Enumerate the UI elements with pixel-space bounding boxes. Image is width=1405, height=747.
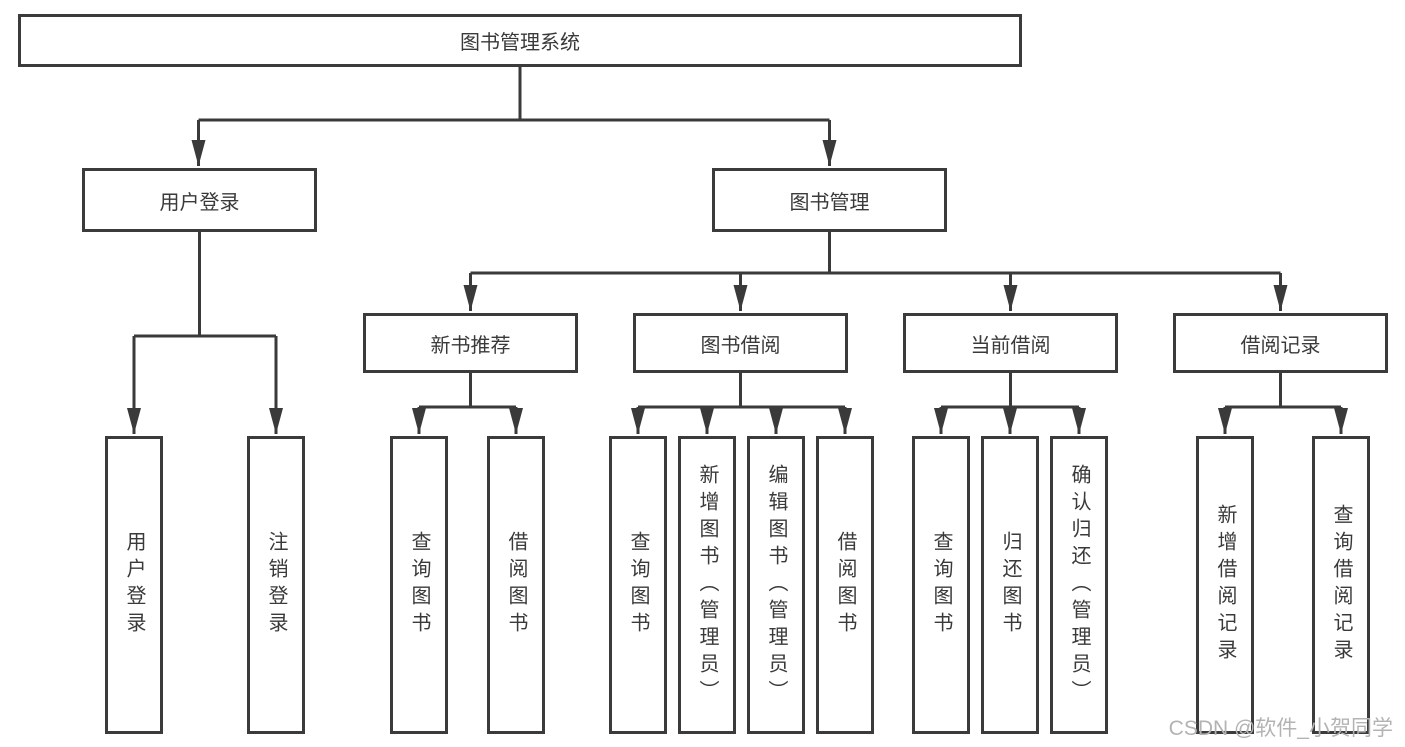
leaf-edit-books-admin: 编辑图书（管理员）: [747, 436, 805, 734]
leaf-user-login: 用户登录: [105, 436, 163, 734]
node-borrow-records: 借阅记录: [1173, 313, 1388, 373]
node-user-login: 用户登录: [82, 168, 317, 232]
node-book-borrowing: 图书借阅: [633, 313, 848, 373]
csdn-watermark: CSDN @软件_小贺同学: [1168, 717, 1393, 740]
leaf-return-books: 归还图书: [981, 436, 1039, 734]
leaf-search-books-current: 查询图书: [912, 436, 970, 734]
leaf-confirm-return-admin: 确认归还（管理员）: [1050, 436, 1108, 734]
leaf-search-books-borrowing: 查询图书: [609, 436, 667, 734]
node-book-management: 图书管理: [712, 168, 947, 232]
leaf-logout: 注销登录: [247, 436, 305, 734]
leaf-search-borrow-record: 查询借阅记录: [1312, 436, 1370, 734]
node-current-borrowing: 当前借阅: [903, 313, 1118, 373]
leaf-search-books-recommend: 查询图书: [390, 436, 448, 734]
leaf-borrow-books: 借阅图书: [816, 436, 874, 734]
node-library-system: 图书管理系统: [18, 14, 1022, 67]
leaf-add-books-admin: 新增图书（管理员）: [678, 436, 736, 734]
leaf-add-borrow-record: 新增借阅记录: [1196, 436, 1254, 734]
node-new-book-recommend: 新书推荐: [363, 313, 578, 373]
leaf-borrow-books-recommend: 借阅图书: [487, 436, 545, 734]
